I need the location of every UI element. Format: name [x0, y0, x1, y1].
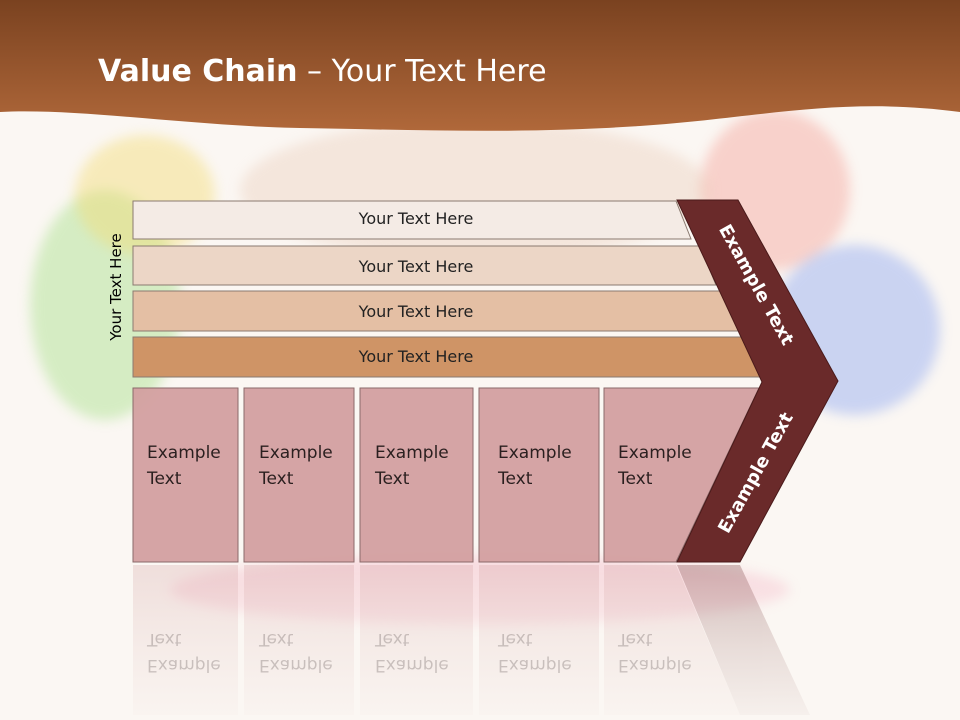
layer-bar	[132, 245, 717, 286]
header-banner	[0, 0, 960, 131]
activity-column	[478, 387, 600, 563]
layer-label: Your Text Here	[358, 347, 474, 366]
layer-bar	[132, 200, 692, 240]
layer-label: Your Text Here	[358, 257, 474, 276]
slide-title: Value Chain – Your Text Here	[98, 54, 547, 89]
title-rest: – Your Text Here	[297, 54, 547, 89]
layer-label: Your Text Here	[358, 302, 474, 321]
title-bold: Value Chain	[98, 54, 298, 89]
activity-column	[132, 387, 239, 563]
activity-column	[359, 387, 474, 563]
layer-label: Your Text Here	[358, 209, 474, 228]
reflection-fade	[0, 562, 960, 720]
